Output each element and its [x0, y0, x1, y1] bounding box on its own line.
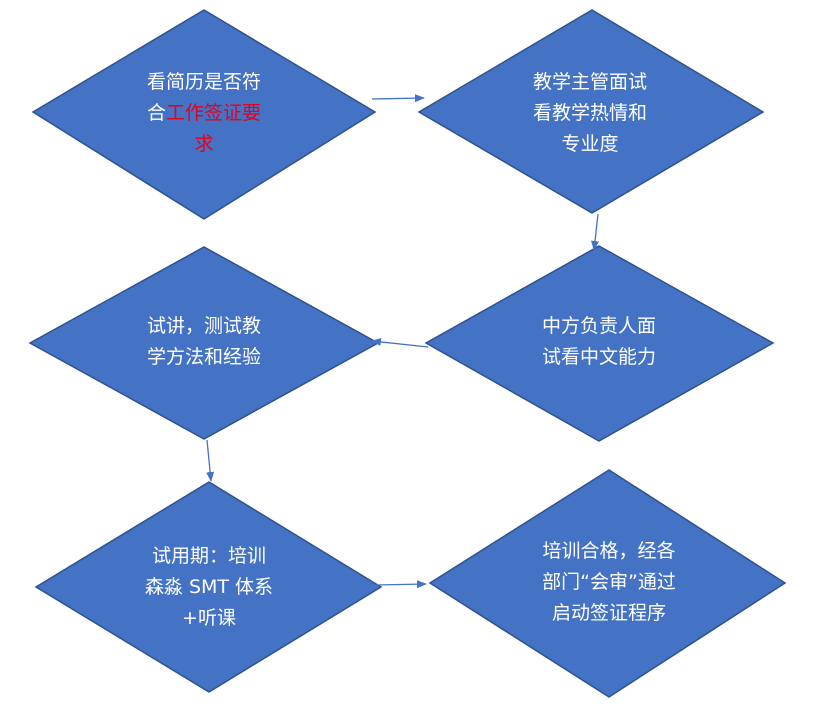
step-6-line-3: 启动签证程序	[551, 602, 666, 624]
step-2-line-1: 教学主管面试	[532, 71, 647, 93]
connector-4-to-5	[206, 439, 215, 482]
step-1-line-1: 看简历是否符	[146, 71, 261, 93]
step-4-label: 试讲，测试教 学方法和经验	[104, 311, 304, 373]
step-1-line-2: 合工作签证要	[146, 102, 262, 124]
step-3-line-1: 中方负责人面	[541, 315, 656, 337]
step-5-line-3: +听课	[182, 607, 236, 629]
step-6-line-1: 培训合格，经各	[542, 540, 676, 562]
step-4-diamond[interactable]	[28, 246, 380, 440]
step-5-diamond[interactable]	[34, 481, 383, 693]
step-3-line-2: 试看中文能力	[541, 346, 656, 368]
step-5-label: 试用期：培训 森淼 SMT 体系 +听课	[104, 541, 314, 634]
connector-5-to-6	[375, 580, 427, 589]
step-4-line-2: 学方法和经验	[146, 346, 261, 368]
step-1-diamond[interactable]	[31, 9, 377, 220]
step-6-label: 培训合格，经各 部门“会审”通过 启动签证程序	[499, 536, 719, 629]
step-5-line-2: 森淼 SMT 体系	[144, 576, 274, 598]
step-5-line-1: 试用期：培训	[151, 545, 266, 567]
connector-2-to-3	[591, 213, 599, 251]
step-4-line-1: 试讲，测试教	[146, 315, 261, 337]
step-3-diamond[interactable]	[424, 245, 775, 442]
step-6-line-2: 部门“会审”通过	[542, 571, 676, 593]
step-2-line-3: 专业度	[561, 133, 619, 155]
step-1-highlight-text: 工作签证要	[166, 102, 262, 124]
step-1-label: 看简历是否符 合工作签证要 求	[104, 67, 304, 160]
connector-1-to-2	[371, 94, 425, 103]
connector-3-to-4	[371, 337, 429, 348]
step-2-line-2: 看教学热情和	[532, 102, 647, 124]
step-6-diamond[interactable]	[428, 469, 787, 698]
step-1-highlight-text: 求	[194, 133, 214, 155]
step-2-label: 教学主管面试 看教学热情和 专业度	[490, 67, 690, 160]
step-3-label: 中方负责人面 试看中文能力	[499, 311, 699, 373]
step-1-line-3: 求	[104, 129, 304, 160]
step-2-diamond[interactable]	[417, 9, 765, 214]
